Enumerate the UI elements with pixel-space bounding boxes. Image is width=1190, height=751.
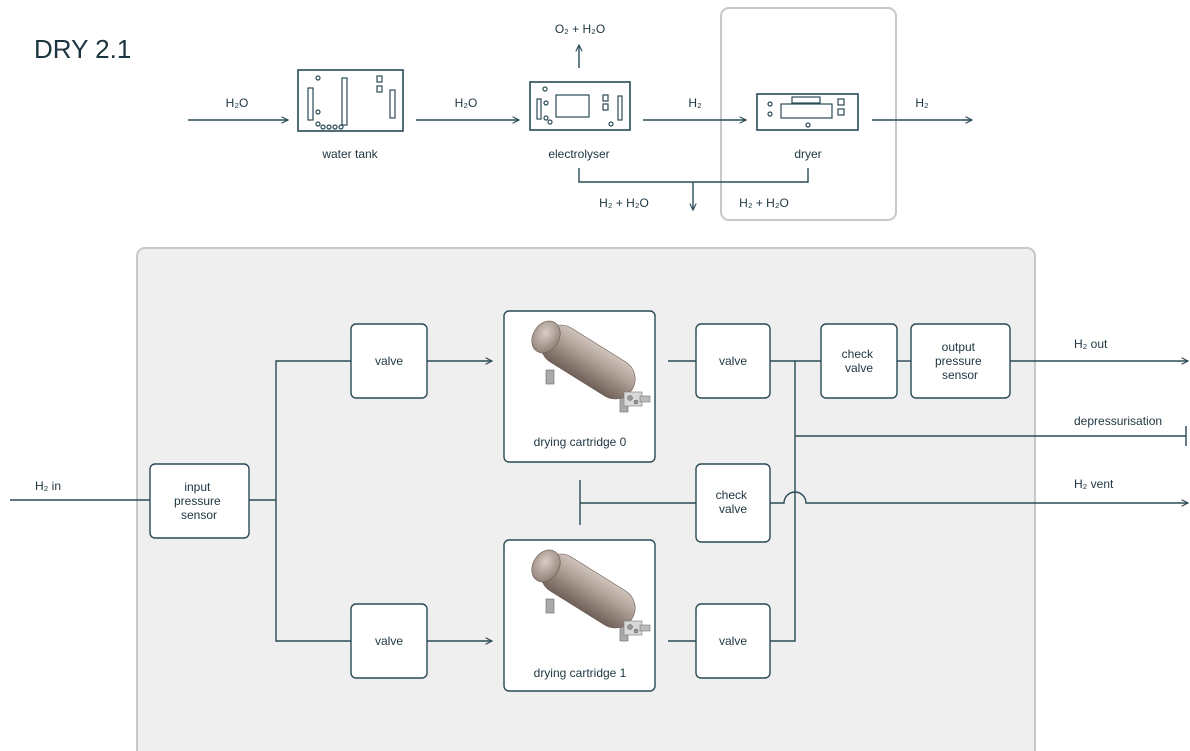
check-valve-top-line-1: check (842, 347, 874, 361)
oxygen-out-label: O₂ + H₂O (555, 22, 605, 36)
output-sensor-line-3: sensor (942, 368, 978, 382)
svg-text:input pressure sen: input pressure sensor (174, 480, 224, 522)
valve-bottom-out-label: valve (719, 634, 747, 648)
water-tank-label: water tank (321, 147, 378, 161)
check-valve-mid-line-2: valve (719, 502, 747, 516)
input-sensor-line-2: pressure (174, 494, 221, 508)
h2-in-label: H₂ in (35, 479, 61, 493)
input-sensor-line-1: input (184, 480, 211, 494)
check-valve-top-line-2: valve (845, 361, 873, 375)
bottom-valve-to-collector-line (770, 361, 796, 642)
drying-cartridge-1: drying cartridge 1 (503, 539, 656, 692)
valve-top-out: valve (695, 323, 771, 399)
dryer-highlight-frame (720, 7, 897, 221)
cartridge-0-label: drying cartridge 0 (534, 435, 627, 449)
valve-bottom-out: valve (695, 603, 771, 679)
valve-bottom-in-label: valve (375, 634, 403, 648)
dryer-out-label: H₂ (915, 96, 929, 110)
svg-text:check valve: check valve (842, 347, 877, 375)
tank-to-electrolyser-label: H₂O (455, 96, 478, 110)
page-title: DRY 2.1 (34, 34, 131, 64)
split-line (275, 360, 351, 642)
valve-top-in: valve (350, 323, 428, 399)
dryer-label: dryer (794, 147, 821, 161)
output-sensor-line-1: output (942, 340, 976, 354)
check-valve-mid-line-1: check (716, 488, 748, 502)
vent-line-with-crossover (770, 491, 1188, 503)
electrolyser-to-dryer-label: H₂ (688, 96, 702, 110)
h2-out-label: H₂ out (1074, 337, 1108, 351)
input-water-label: H₂O (226, 96, 249, 110)
output-pressure-sensor: output pressure sensor (910, 323, 1011, 399)
valve-top-out-label: valve (719, 354, 747, 368)
valve-top-in-label: valve (375, 354, 403, 368)
valve-bottom-in: valve (350, 603, 428, 679)
cartridge-1-label: drying cartridge 1 (534, 666, 627, 680)
depressurisation-label: depressurisation (1074, 414, 1162, 428)
output-sensor-line-2: pressure (935, 354, 982, 368)
input-sensor-line-3: sensor (181, 508, 217, 522)
check-valve-mid: check valve (695, 463, 771, 543)
input-pressure-sensor: input pressure sensor (149, 463, 250, 539)
water-tank-icon (297, 69, 404, 132)
svg-text:check valve: check valve (716, 488, 751, 516)
drying-cartridge-0: drying cartridge 0 (503, 310, 656, 463)
h2-vent-label: H₂ vent (1074, 477, 1114, 491)
electrolyser-label: electrolyser (548, 147, 609, 161)
check-valve-top: check valve (820, 323, 898, 399)
drain-left-label: H₂ + H₂O (599, 196, 649, 210)
svg-text:output pressure se: output pressure sensor (935, 340, 985, 382)
dryer-icon (756, 93, 859, 131)
drain-line (578, 168, 809, 183)
drain-right-label: H₂ + H₂O (739, 196, 789, 210)
electrolyser-icon (529, 81, 631, 131)
